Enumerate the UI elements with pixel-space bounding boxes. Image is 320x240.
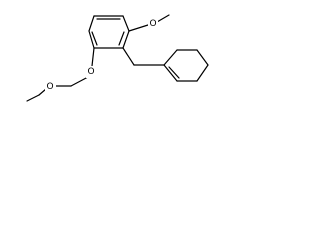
oxygen-label-methoxy: O [149, 19, 156, 29]
ring-bond [196, 49, 209, 66]
cyclohexenylmethyl-group [122, 47, 209, 82]
ring-bond [163, 64, 178, 82]
ring-bond [122, 30, 130, 49]
oxygen-methylene-bond [70, 76, 89, 87]
ring-double-bond [168, 66, 180, 79]
ring-double-bond [91, 31, 98, 46]
ring-bond [196, 64, 209, 82]
ring-bond [88, 15, 95, 32]
ring-bond [163, 49, 178, 66]
aryl-oxygen-bond [128, 24, 149, 32]
aryl-oxygen-bond [91, 47, 95, 67]
terminal-methyl-bond [26, 94, 40, 102]
oxygen-label-mom-ether: O [46, 82, 53, 92]
ring-bond [122, 15, 130, 32]
methoxymethoxy-group: O O [26, 47, 97, 102]
ring-bond [88, 30, 95, 49]
methyl-bond [156, 14, 170, 23]
ring-double-bond [118, 31, 125, 46]
methoxy-group: O [128, 14, 170, 32]
oxygen-label-aryl-ether: O [87, 67, 94, 77]
oxygen-methyl-bond [38, 88, 47, 96]
chemical-structure: O O O [26, 14, 209, 102]
cyclohexene-ring [163, 49, 209, 82]
ring-to-methylene-bond [122, 47, 135, 66]
benzene-ring [88, 15, 130, 49]
